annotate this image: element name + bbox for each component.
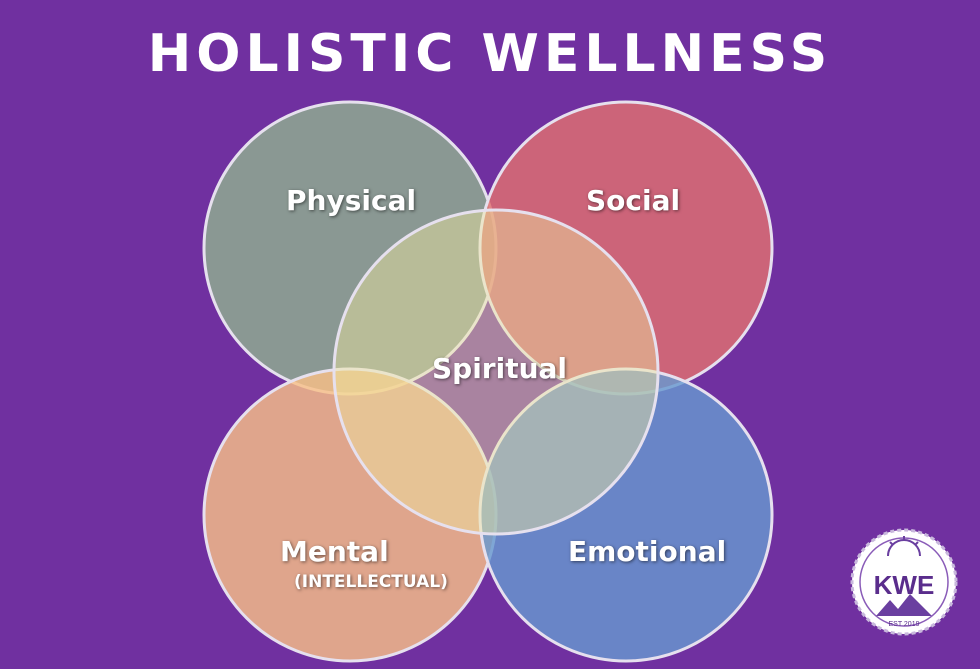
physical-label: Physical (286, 184, 417, 217)
mountain-icon (876, 594, 932, 616)
spiritual-circle (332, 208, 660, 536)
logo-text: KWE (874, 570, 935, 600)
logo-est: EST 2019 (888, 621, 919, 628)
social-label: Social (586, 184, 681, 217)
mental-label: Mental (280, 535, 389, 568)
mental-sub-label: (INTELLECTUAL) (294, 572, 448, 592)
kwe-logo: KWE EST 2019 (850, 528, 958, 636)
page-title: HOLISTIC WELLNESS (147, 24, 833, 84)
spiritual-label: Spiritual (432, 352, 568, 385)
emotional-label: Emotional (568, 535, 727, 568)
emotional-circle (478, 367, 774, 663)
